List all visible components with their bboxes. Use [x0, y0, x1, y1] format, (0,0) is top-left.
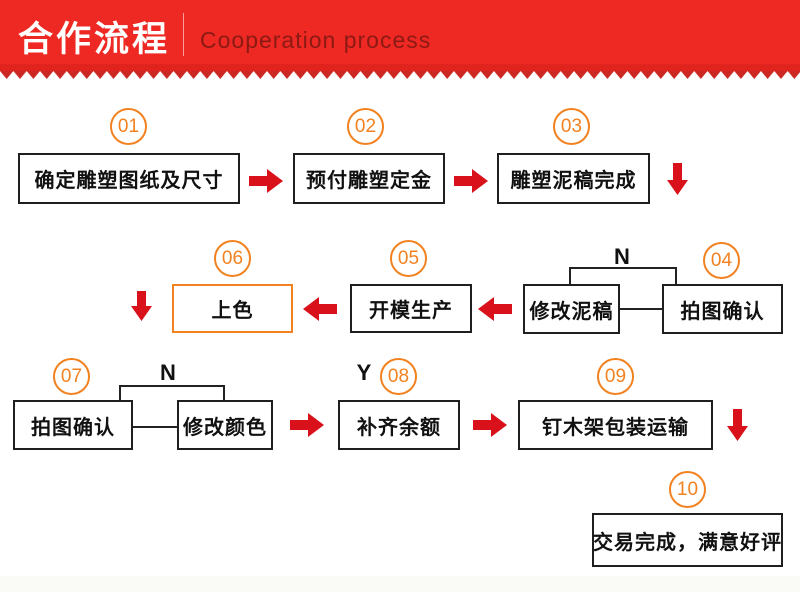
arrow-down-icon	[131, 291, 152, 321]
revise-color-box: 修改颜色	[177, 400, 273, 450]
arrow-left-icon	[303, 297, 337, 321]
step-06-box: 上色	[172, 284, 293, 333]
step-01-number: 01	[110, 108, 147, 145]
arrow-right-icon	[473, 413, 507, 437]
revise-clay-box: 修改泥稿	[523, 284, 620, 334]
branch-label-no: N	[160, 360, 176, 385]
step-05-box: 开模生产	[350, 284, 472, 333]
step-02-number: 02	[347, 108, 384, 145]
step-09-box: 钉木架包装运输	[518, 400, 713, 450]
bracket-line	[223, 385, 225, 401]
branch-label-no: N	[614, 244, 630, 269]
step-08-box: 补齐余额	[338, 400, 460, 450]
bracket-line	[119, 385, 225, 387]
bracket-line	[119, 385, 121, 401]
branch-label-yes: Y	[356, 360, 372, 385]
arrow-left-icon	[478, 297, 512, 321]
step-08-number: 08	[380, 358, 417, 395]
step-03-box: 雕塑泥稿完成	[497, 153, 650, 204]
page-title: 合作流程	[18, 20, 171, 59]
step-09-number: 09	[597, 358, 634, 395]
step-01-box: 确定雕塑图纸及尺寸	[18, 153, 240, 204]
banner-zigzag-edge	[0, 71, 800, 79]
page-subtitle: Cooperation process	[200, 27, 432, 53]
step-07-number: 07	[53, 358, 90, 395]
bracket-line	[569, 267, 571, 285]
step-10-number: 10	[669, 471, 706, 508]
step-06-number: 06	[214, 240, 251, 277]
header-banner: 合作流程 Cooperation process	[0, 0, 800, 64]
arrow-down-icon	[727, 409, 748, 441]
arrow-down-icon	[667, 163, 688, 195]
step-07-box: 拍图确认	[13, 400, 133, 450]
connector-line	[620, 308, 662, 310]
arrow-right-icon	[290, 413, 324, 437]
header-banner-edge	[0, 64, 800, 71]
step-04-number: 04	[703, 242, 740, 279]
header-divider	[183, 13, 184, 56]
step-05-number: 05	[390, 240, 427, 277]
bracket-line	[569, 267, 677, 269]
step-03-number: 03	[553, 108, 590, 145]
bracket-line	[675, 267, 677, 285]
page-bottom-strip	[0, 576, 800, 592]
connector-line	[133, 426, 177, 428]
step-10-box: 交易完成，满意好评	[592, 513, 783, 567]
step-04-box: 拍图确认	[662, 284, 783, 334]
step-02-box: 预付雕塑定金	[293, 153, 445, 204]
arrow-right-icon	[454, 169, 488, 193]
arrow-right-icon	[249, 169, 283, 193]
